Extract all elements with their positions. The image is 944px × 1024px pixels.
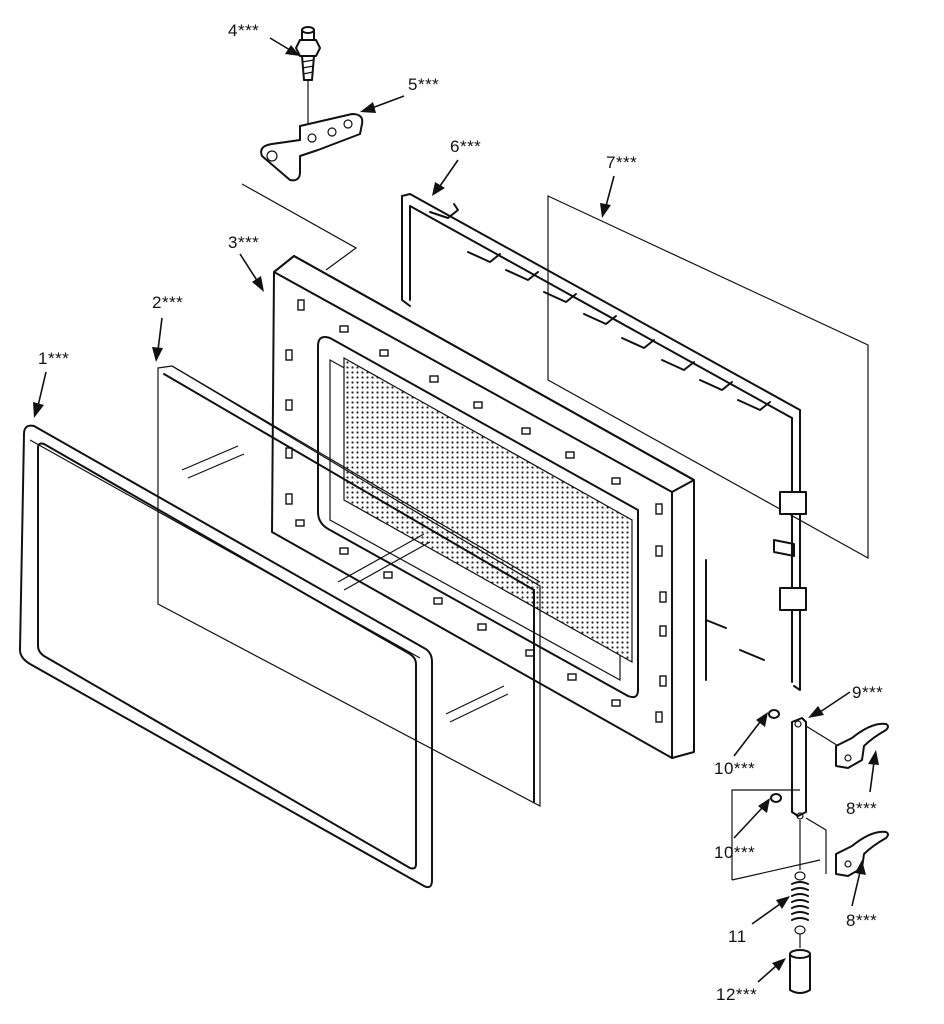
callout-10-upper: 10*** bbox=[714, 759, 755, 778]
part-9-latch-bar bbox=[731, 717, 849, 881]
callout-4: 4*** bbox=[228, 21, 259, 40]
callout-7: 7*** bbox=[606, 153, 637, 172]
callout-labels: 1*** 2*** 3*** 4*** 5*** 6*** 7*** 8*** … bbox=[38, 21, 883, 1004]
part-8-latch-hook-lower bbox=[835, 830, 889, 877]
part-11-spring bbox=[791, 820, 809, 948]
callout-5: 5*** bbox=[408, 75, 439, 94]
callout-6: 6*** bbox=[450, 137, 481, 156]
part-1-outer-frame bbox=[19, 424, 433, 889]
callout-12: 12*** bbox=[716, 985, 757, 1004]
part-7-shield-sheet bbox=[547, 195, 869, 560]
part-6-inner-frame bbox=[401, 193, 807, 691]
part-5-bracket bbox=[260, 113, 364, 182]
callout-3: 3*** bbox=[228, 233, 259, 252]
callout-11: 11 bbox=[728, 927, 747, 946]
part-10-washer-lower bbox=[770, 793, 782, 803]
callout-8-lower: 8*** bbox=[846, 911, 877, 930]
callout-2: 2*** bbox=[152, 293, 183, 312]
part-2-glass-panel bbox=[157, 365, 541, 807]
part-12-plunger bbox=[789, 949, 811, 994]
callout-arrows bbox=[33, 37, 879, 983]
part-3-door-panel bbox=[271, 255, 695, 759]
callout-1: 1*** bbox=[38, 349, 69, 368]
part-8-latch-hook-upper bbox=[835, 722, 889, 769]
callout-10-lower: 10*** bbox=[714, 843, 755, 862]
part-10-washer-upper bbox=[768, 709, 780, 719]
callout-9: 9*** bbox=[852, 683, 883, 702]
callout-8-upper: 8*** bbox=[846, 799, 877, 818]
part-4-screw bbox=[295, 26, 321, 128]
